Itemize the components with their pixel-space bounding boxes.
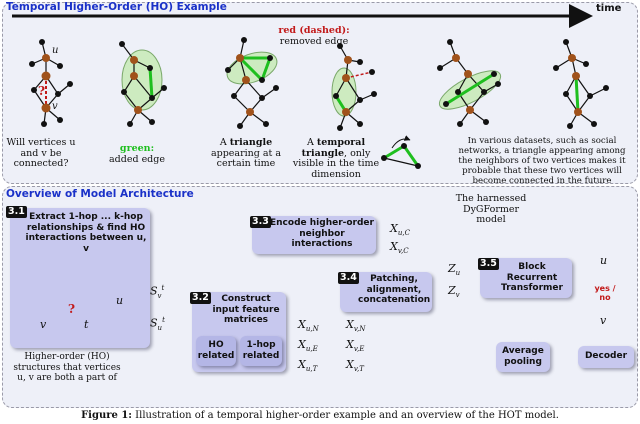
step-3-4-badge: 3.4 bbox=[338, 272, 359, 284]
symbol-X-uC: Xu,C bbox=[390, 222, 410, 238]
node-u-label: u bbox=[52, 45, 59, 56]
ho-node-t-label: t bbox=[84, 318, 89, 331]
caption-triangle: A triangle appearing at a certain time bbox=[210, 137, 282, 169]
symbol-Z-u: Zu bbox=[448, 262, 461, 278]
time-label: time bbox=[596, 3, 622, 14]
caption-datasets: In various datasets, such as social netw… bbox=[458, 136, 626, 186]
onehop-related-box bbox=[240, 336, 282, 366]
caption-will-connect: Will vertices u and v be connected? bbox=[6, 137, 76, 169]
caption-added-rest: added edge bbox=[109, 153, 165, 165]
step-3-3-badge: 3.3 bbox=[250, 216, 271, 228]
symbol-X-vC: Xv,C bbox=[390, 240, 409, 256]
caption-added-key: green: bbox=[119, 143, 155, 154]
symbol-Z-v: Zv bbox=[448, 284, 460, 300]
figure-caption: Figure 1: Illustration of a temporal hig… bbox=[0, 410, 640, 421]
temporal-example-panel bbox=[2, 2, 638, 184]
graph-snapshot-6 bbox=[553, 39, 609, 129]
output-node-u-label: u bbox=[600, 254, 608, 267]
graph-snapshot-5 bbox=[437, 39, 502, 127]
graph-snapshot-2 bbox=[119, 41, 167, 127]
decoder-box bbox=[578, 346, 634, 368]
ho-node-u-label: u bbox=[116, 294, 124, 307]
symbol-X-vT: Xv,T bbox=[346, 358, 364, 374]
question-mark: ? bbox=[38, 84, 46, 98]
symbol-X-vN: Xv,N bbox=[346, 318, 366, 334]
figure-caption-label: Figure 1: bbox=[81, 410, 132, 421]
graph-snapshot-3 bbox=[225, 37, 279, 129]
ho-node-v-label: v bbox=[40, 318, 47, 331]
caption-temporal-triangle: A temporal triangle, only visible in the… bbox=[292, 137, 380, 180]
temporal-triangle-mini bbox=[381, 135, 421, 169]
avg-pool-box bbox=[496, 342, 550, 372]
decoder-label: Decoder bbox=[584, 351, 628, 361]
temporal-example-title: Temporal Higher-Order (HO) Example bbox=[6, 1, 227, 13]
avg-pool-label: Average pooling bbox=[502, 346, 544, 367]
graph-snapshot-4 bbox=[331, 43, 377, 131]
step-3-3-text: Encode higher-order neighbor interaction… bbox=[270, 218, 374, 249]
symbol-X-uE: Xu,E bbox=[298, 338, 318, 354]
caption-removed-key: red (dashed): bbox=[278, 25, 350, 36]
symbol-X-vE: Xv,E bbox=[346, 338, 365, 354]
symbol-X-uN: Xu,N bbox=[298, 318, 319, 334]
step-3-1-text: Extract 1-hop ... k-hop relationships & … bbox=[25, 212, 147, 254]
step-3-5-badge: 3.5 bbox=[478, 258, 499, 270]
step-3-4-text: Patching, alignment, concatenation bbox=[358, 274, 431, 305]
step-3-1-badge: 3.1 bbox=[6, 206, 27, 218]
dygformer-note: The harnessed DyGFormer model bbox=[455, 193, 527, 225]
step-3-2-text: Construct input feature matrices bbox=[212, 294, 280, 325]
step-3-2-badge: 3.2 bbox=[190, 292, 211, 304]
onehop-related-label: 1-hop related bbox=[242, 340, 280, 361]
ho-related-label: HO related bbox=[197, 340, 235, 361]
ho-question-mark: ? bbox=[68, 302, 76, 316]
graph-snapshot-1 bbox=[29, 39, 73, 127]
step-3-1-box bbox=[10, 208, 150, 348]
step-3-1-caption: Higher-order (HO) structures that vertic… bbox=[13, 352, 121, 383]
symbol-S-v: Svt bbox=[150, 284, 165, 300]
caption-added-edge: green: added edge bbox=[100, 143, 174, 165]
ho-related-box bbox=[196, 336, 236, 366]
output-yes-no: yes / no bbox=[594, 284, 616, 302]
step-3-3-box bbox=[252, 216, 376, 254]
architecture-title: Overview of Model Architecture bbox=[6, 188, 194, 200]
caption-removed-rest: removed edge bbox=[279, 35, 349, 47]
step-3-5-text: Block Recurrent Transformer bbox=[501, 262, 563, 293]
node-v-label: v bbox=[52, 101, 58, 112]
output-node-v-label: v bbox=[600, 314, 607, 327]
symbol-X-uT: Xu,T bbox=[298, 358, 318, 374]
symbol-S-u: Sut bbox=[150, 316, 165, 332]
caption-removed-edge: red (dashed): removed edge bbox=[276, 25, 352, 47]
figure-caption-text: Illustration of a temporal higher-order … bbox=[132, 410, 559, 421]
